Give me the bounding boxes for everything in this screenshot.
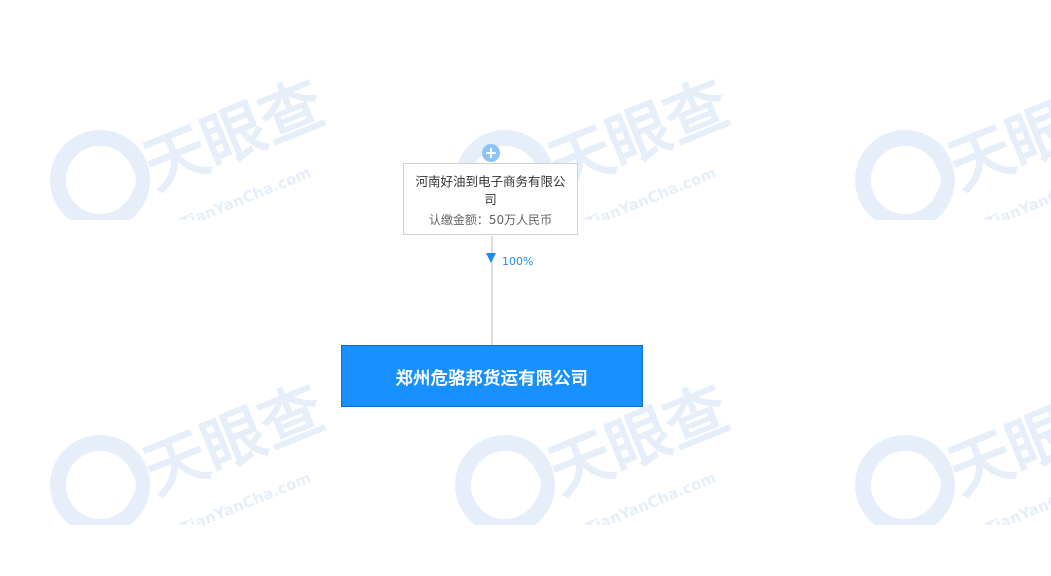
watermark-brand: 天眼查 — [134, 66, 334, 203]
shareholder-name: 河南好油到电子商务有限公司 — [415, 174, 566, 207]
watermark: 天眼查 TianYanCha.com — [50, 345, 380, 525]
watermark-brand: 天眼查 — [134, 371, 334, 508]
tianyancha-logo-icon — [50, 130, 150, 220]
plus-circle-icon — [486, 148, 496, 158]
watermark: 天眼查 TianYanCha.com — [855, 345, 1051, 525]
watermark-domain: TianYanCha.com — [178, 164, 313, 220]
tianyancha-logo-icon — [855, 130, 955, 220]
watermark-domain: TianYanCha.com — [583, 164, 718, 220]
shareholder-amount: 认缴金额：50万人民币 — [428, 213, 553, 227]
watermark-domain: TianYanCha.com — [983, 164, 1051, 220]
watermark-domain: TianYanCha.com — [583, 469, 718, 525]
expand-button[interactable] — [482, 144, 500, 162]
shareholder-node[interactable]: 河南好油到电子商务有限公司 认缴金额：50万人民币 — [403, 163, 578, 235]
tianyancha-logo-icon — [50, 435, 150, 525]
company-node[interactable]: 郑州危骆邦货运有限公司 — [341, 345, 643, 407]
connector-line — [491, 236, 493, 346]
tianyancha-logo-icon — [455, 435, 555, 525]
ownership-percentage: 100% — [502, 255, 534, 268]
arrow-down-icon — [486, 253, 496, 263]
watermark: 天眼查 TianYanCha.com — [50, 40, 380, 220]
watermark-brand: 天眼查 — [939, 66, 1051, 203]
watermark-domain: TianYanCha.com — [178, 469, 313, 525]
tianyancha-logo-icon — [855, 435, 955, 525]
watermark: 天眼查 TianYanCha.com — [855, 40, 1051, 220]
watermark-brand: 天眼查 — [939, 371, 1051, 508]
watermark-domain: TianYanCha.com — [983, 469, 1051, 525]
company-name: 郑州危骆邦货运有限公司 — [395, 368, 589, 389]
